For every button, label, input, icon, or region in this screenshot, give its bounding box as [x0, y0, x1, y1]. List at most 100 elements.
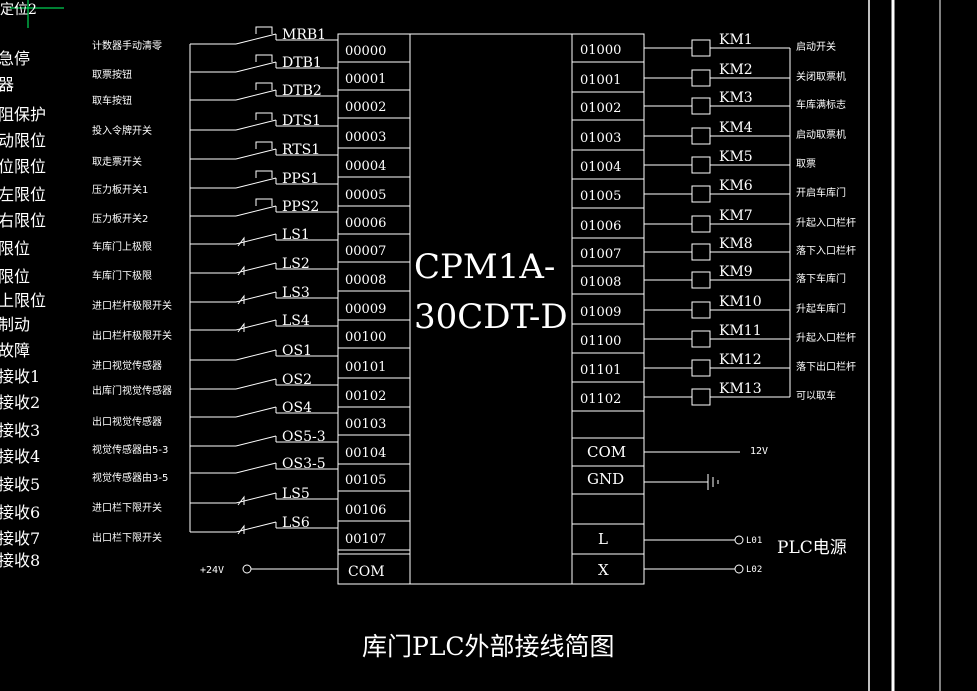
output-address: 01005 [580, 189, 621, 204]
coil-symbol [691, 388, 711, 406]
switch-contact [235, 233, 277, 245]
left-edge-label: 接收2 [0, 393, 40, 412]
left-edge-label: 限位 [0, 239, 30, 258]
left-edge-label: 器 [0, 75, 14, 94]
input-address: 00105 [345, 473, 386, 488]
input-desc: 出库门视觉传感器 [92, 384, 172, 397]
input-address: 00104 [345, 446, 386, 461]
input-desc: 压力板开关1 [92, 183, 148, 196]
switch-contact [235, 61, 277, 73]
input-desc: 车库门上极限 [92, 240, 152, 253]
input-address: 00101 [345, 360, 386, 375]
output-address: 01006 [580, 219, 621, 234]
switch-contact [235, 291, 277, 303]
output-desc: 落下入口栏杆 [796, 244, 856, 257]
left-edge-label: 阻保护 [0, 105, 46, 124]
input-desc: 出口视觉传感器 [92, 415, 162, 428]
limit-switch-symbol [237, 236, 245, 247]
switch-contact [235, 349, 277, 361]
input-device: LS4 [282, 313, 310, 329]
input-desc: 进口栏杆极限开关 [92, 299, 172, 312]
switch-contact [235, 492, 277, 504]
switch-contact [235, 262, 277, 274]
coil-symbol [691, 215, 711, 233]
input-address: 00003 [345, 130, 386, 145]
input-voltage-label: +24V [200, 565, 224, 576]
input-address: 00009 [345, 302, 386, 317]
input-desc: 进口视觉传感器 [92, 359, 162, 372]
output-coil: KM10 [719, 294, 762, 310]
input-desc: 压力板开关2 [92, 212, 148, 225]
left-edge-label: 位限位 [0, 157, 46, 176]
output-desc: 升起入口栏杆 [796, 331, 856, 344]
input-address: 00007 [345, 244, 386, 259]
left-edge-label: 右限位 [0, 211, 46, 230]
input-device: DTB1 [282, 55, 322, 71]
limit-switch-symbol [237, 265, 245, 276]
output-address: 01008 [580, 275, 621, 290]
gnd-label: GND [587, 470, 624, 488]
output-coil: KM6 [719, 178, 753, 194]
pushbutton-symbol [255, 198, 273, 206]
left-edge-label: 动限位 [0, 131, 46, 150]
input-row: 00105 OS3-5 视觉传感器由3-5 [92, 456, 410, 492]
input-address: 00100 [345, 330, 386, 345]
input-desc: 视觉传感器由5-3 [92, 443, 168, 456]
switch-contact [235, 319, 277, 331]
switch-contact [235, 205, 277, 217]
output-coil: KM11 [719, 323, 762, 339]
output-address: 01009 [580, 305, 621, 320]
left-edge-label: 左限位 [0, 185, 46, 204]
output-coil: KM1 [719, 32, 753, 48]
left-edge-label: 限位 [0, 267, 30, 286]
input-device: LS5 [282, 486, 310, 502]
input-desc: 出口栏杆极限开关 [92, 329, 172, 342]
output-desc: 落下车库门 [796, 272, 846, 285]
output-coil: KM13 [719, 381, 762, 397]
output-desc: 关闭取票机 [796, 70, 846, 83]
input-address: 00000 [345, 44, 386, 59]
input-device: OS3-5 [282, 456, 326, 472]
input-device: RTS1 [282, 142, 320, 158]
input-common: COM +24V [200, 553, 410, 580]
coil-symbol [691, 185, 711, 203]
input-device: DTB2 [282, 83, 322, 99]
output-coil: KM7 [719, 208, 753, 224]
l-label: L [598, 530, 608, 548]
output-coil: KM4 [719, 120, 753, 136]
output-coil: KM5 [719, 149, 753, 165]
switch-contact [235, 119, 277, 131]
coil-symbol [691, 97, 711, 115]
input-device: OS2 [282, 372, 312, 388]
coil-symbol [691, 69, 711, 87]
input-address: 00005 [345, 188, 386, 203]
left-edge-label: 制动 [0, 315, 30, 334]
output-address: 01003 [580, 131, 621, 146]
input-device: OS4 [282, 400, 312, 416]
x-label: X [598, 561, 609, 579]
output-desc: 开启车库门 [796, 186, 846, 199]
output-coil: KM12 [719, 352, 762, 368]
input-desc: 计数器手动清零 [92, 39, 162, 52]
output-desc: 车库满标志 [796, 98, 846, 111]
limit-switch-symbol [237, 294, 245, 305]
input-desc: 视觉传感器由3-5 [92, 471, 168, 484]
pushbutton-symbol [255, 82, 273, 90]
switch-contact [235, 33, 277, 45]
